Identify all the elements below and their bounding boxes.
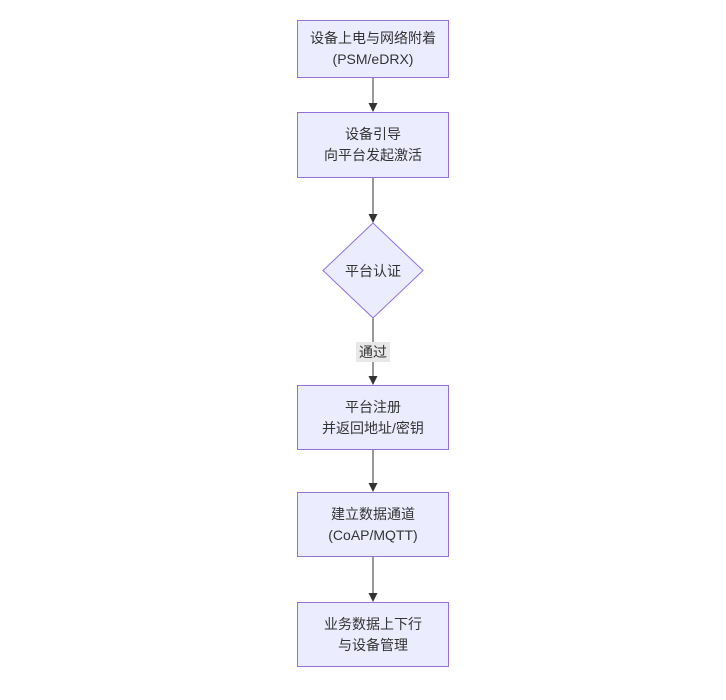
node-text-line: 平台注册 <box>345 398 401 415</box>
arrowhead-icon <box>368 483 378 492</box>
node-platform-auth: 平台认证 <box>323 223 423 318</box>
node-power-attach: 设备上电与网络附着 (PSM/eDRX) <box>297 20 449 78</box>
arrowhead-icon <box>368 214 378 223</box>
node-text-line: 设备上电与网络附着 <box>310 30 436 46</box>
node-text-line: (PSM/eDRX) <box>332 51 414 67</box>
node-text-line: 建立数据通道 <box>331 505 415 522</box>
edge-label-pass: 通过 <box>356 342 390 362</box>
node-text-line: 与设备管理 <box>338 636 408 653</box>
arrowhead-icon <box>368 376 378 385</box>
node-text-line: 业务数据上下行 <box>324 615 422 632</box>
arrowhead-icon <box>368 103 378 112</box>
node-text-line: (CoAP/MQTT) <box>328 526 418 543</box>
node-business-data: 业务数据上下行 与设备管理 <box>297 602 449 667</box>
decision-diamond-shape <box>322 222 424 319</box>
node-bootstrap: 设备引导 向平台发起激活 <box>297 112 449 178</box>
arrowhead-icon <box>368 593 378 602</box>
node-data-channel: 建立数据通道 (CoAP/MQTT) <box>297 492 449 557</box>
node-text-line: 向平台发起激活 <box>324 147 422 163</box>
node-text-line: 设备引导 <box>345 126 401 142</box>
node-text-line: 并返回地址/密钥 <box>322 419 424 436</box>
node-platform-register: 平台注册 并返回地址/密钥 <box>297 385 449 450</box>
node-text-line: 平台认证 <box>345 262 401 279</box>
